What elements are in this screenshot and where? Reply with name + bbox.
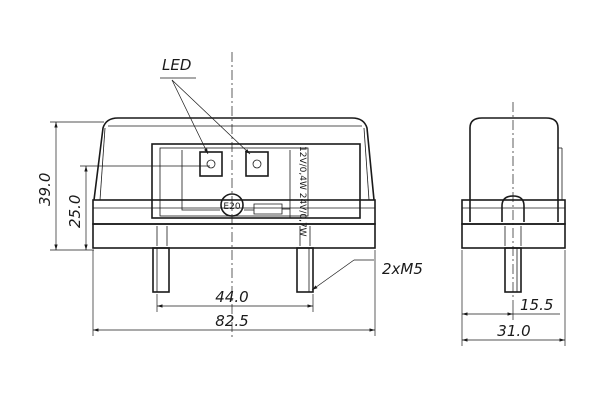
dome-left-inner (99, 127, 106, 201)
thread-label: 2xM5 (382, 260, 423, 278)
led-right-dot (252, 159, 262, 169)
led-left (199, 151, 223, 177)
dim-44-label: 44.0 (215, 288, 248, 306)
stud-left (152, 247, 170, 293)
led-arrow-left (171, 79, 209, 155)
led-leader: LED (160, 56, 251, 155)
side-stud (504, 247, 522, 293)
thread-leader: 2xM5 (311, 259, 423, 291)
circuit-resistor (244, 203, 283, 215)
led-left-dot (206, 159, 216, 169)
led-label: LED (162, 56, 191, 74)
front-view: E20 12V/0,4W 24V/0,7W (92, 52, 376, 340)
stud-right (296, 247, 314, 293)
width-dimensions: 44.0 82.5 (92, 250, 376, 336)
side-base (461, 223, 566, 249)
dim-31-label: 31.0 (497, 322, 530, 340)
side-dimensions: 31.0 15.5 (461, 250, 566, 346)
dim-155-label: 15.5 (520, 296, 553, 314)
rating-label: 12V/0,4W 24V/0,7W (297, 146, 307, 237)
height-dimensions: 39.0 25.0 (36, 121, 210, 251)
circuit-left (181, 150, 220, 211)
dim-25-label: 25.0 (66, 195, 84, 228)
front-base (92, 223, 376, 249)
dim-39-label: 39.0 (36, 173, 54, 206)
lens-window (151, 143, 361, 219)
dim-825-label: 82.5 (215, 312, 248, 330)
led-arrow-right (171, 79, 251, 155)
dome-right-inner (363, 127, 370, 201)
side-dome (469, 117, 559, 222)
side-view (461, 102, 566, 300)
emark-label: E20 (223, 202, 240, 212)
led-right (245, 151, 269, 177)
front-dome (93, 117, 375, 201)
side-boss (501, 195, 525, 222)
emark-circle (220, 193, 244, 217)
thread-arrow (311, 259, 355, 291)
side-flange (461, 199, 566, 225)
